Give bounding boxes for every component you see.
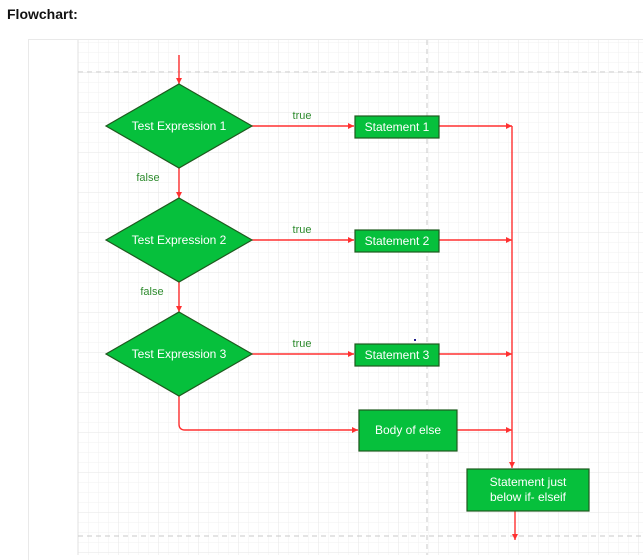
process-final-statement-line1: Statement just <box>490 475 567 489</box>
decision-test3-label: Test Expression 3 <box>132 347 227 361</box>
edge-label-false1: false <box>136 172 159 184</box>
edge-test3-else <box>178 396 358 433</box>
process-statement1[interactable] <box>354 115 440 139</box>
edge-label-false2: false <box>140 286 163 298</box>
stray-marker-dot <box>414 339 416 341</box>
decision-test1[interactable] <box>104 83 254 169</box>
process-statement2-label: Statement 2 <box>365 234 430 248</box>
process-statement3-label: Statement 3 <box>365 348 430 362</box>
process-statement3[interactable] <box>354 343 440 367</box>
page-heading: Flowchart: <box>7 6 78 22</box>
edge-label-true1: true <box>293 110 312 122</box>
decision-test2-label: Test Expression 2 <box>132 233 227 247</box>
process-statement2[interactable] <box>354 229 440 253</box>
process-else-body-label: Body of else <box>375 423 441 437</box>
decision-test3[interactable] <box>104 311 254 397</box>
process-final-statement-line2: below if- elseif <box>490 490 567 504</box>
decision-test2[interactable] <box>104 197 254 283</box>
process-statement1-label: Statement 1 <box>365 120 430 134</box>
process-else-body[interactable] <box>358 409 458 452</box>
edge-label-true3: true <box>293 338 312 350</box>
process-final-statement[interactable] <box>466 468 590 512</box>
decision-test1-label: Test Expression 1 <box>132 119 227 133</box>
edge-label-true2: true <box>293 224 312 236</box>
